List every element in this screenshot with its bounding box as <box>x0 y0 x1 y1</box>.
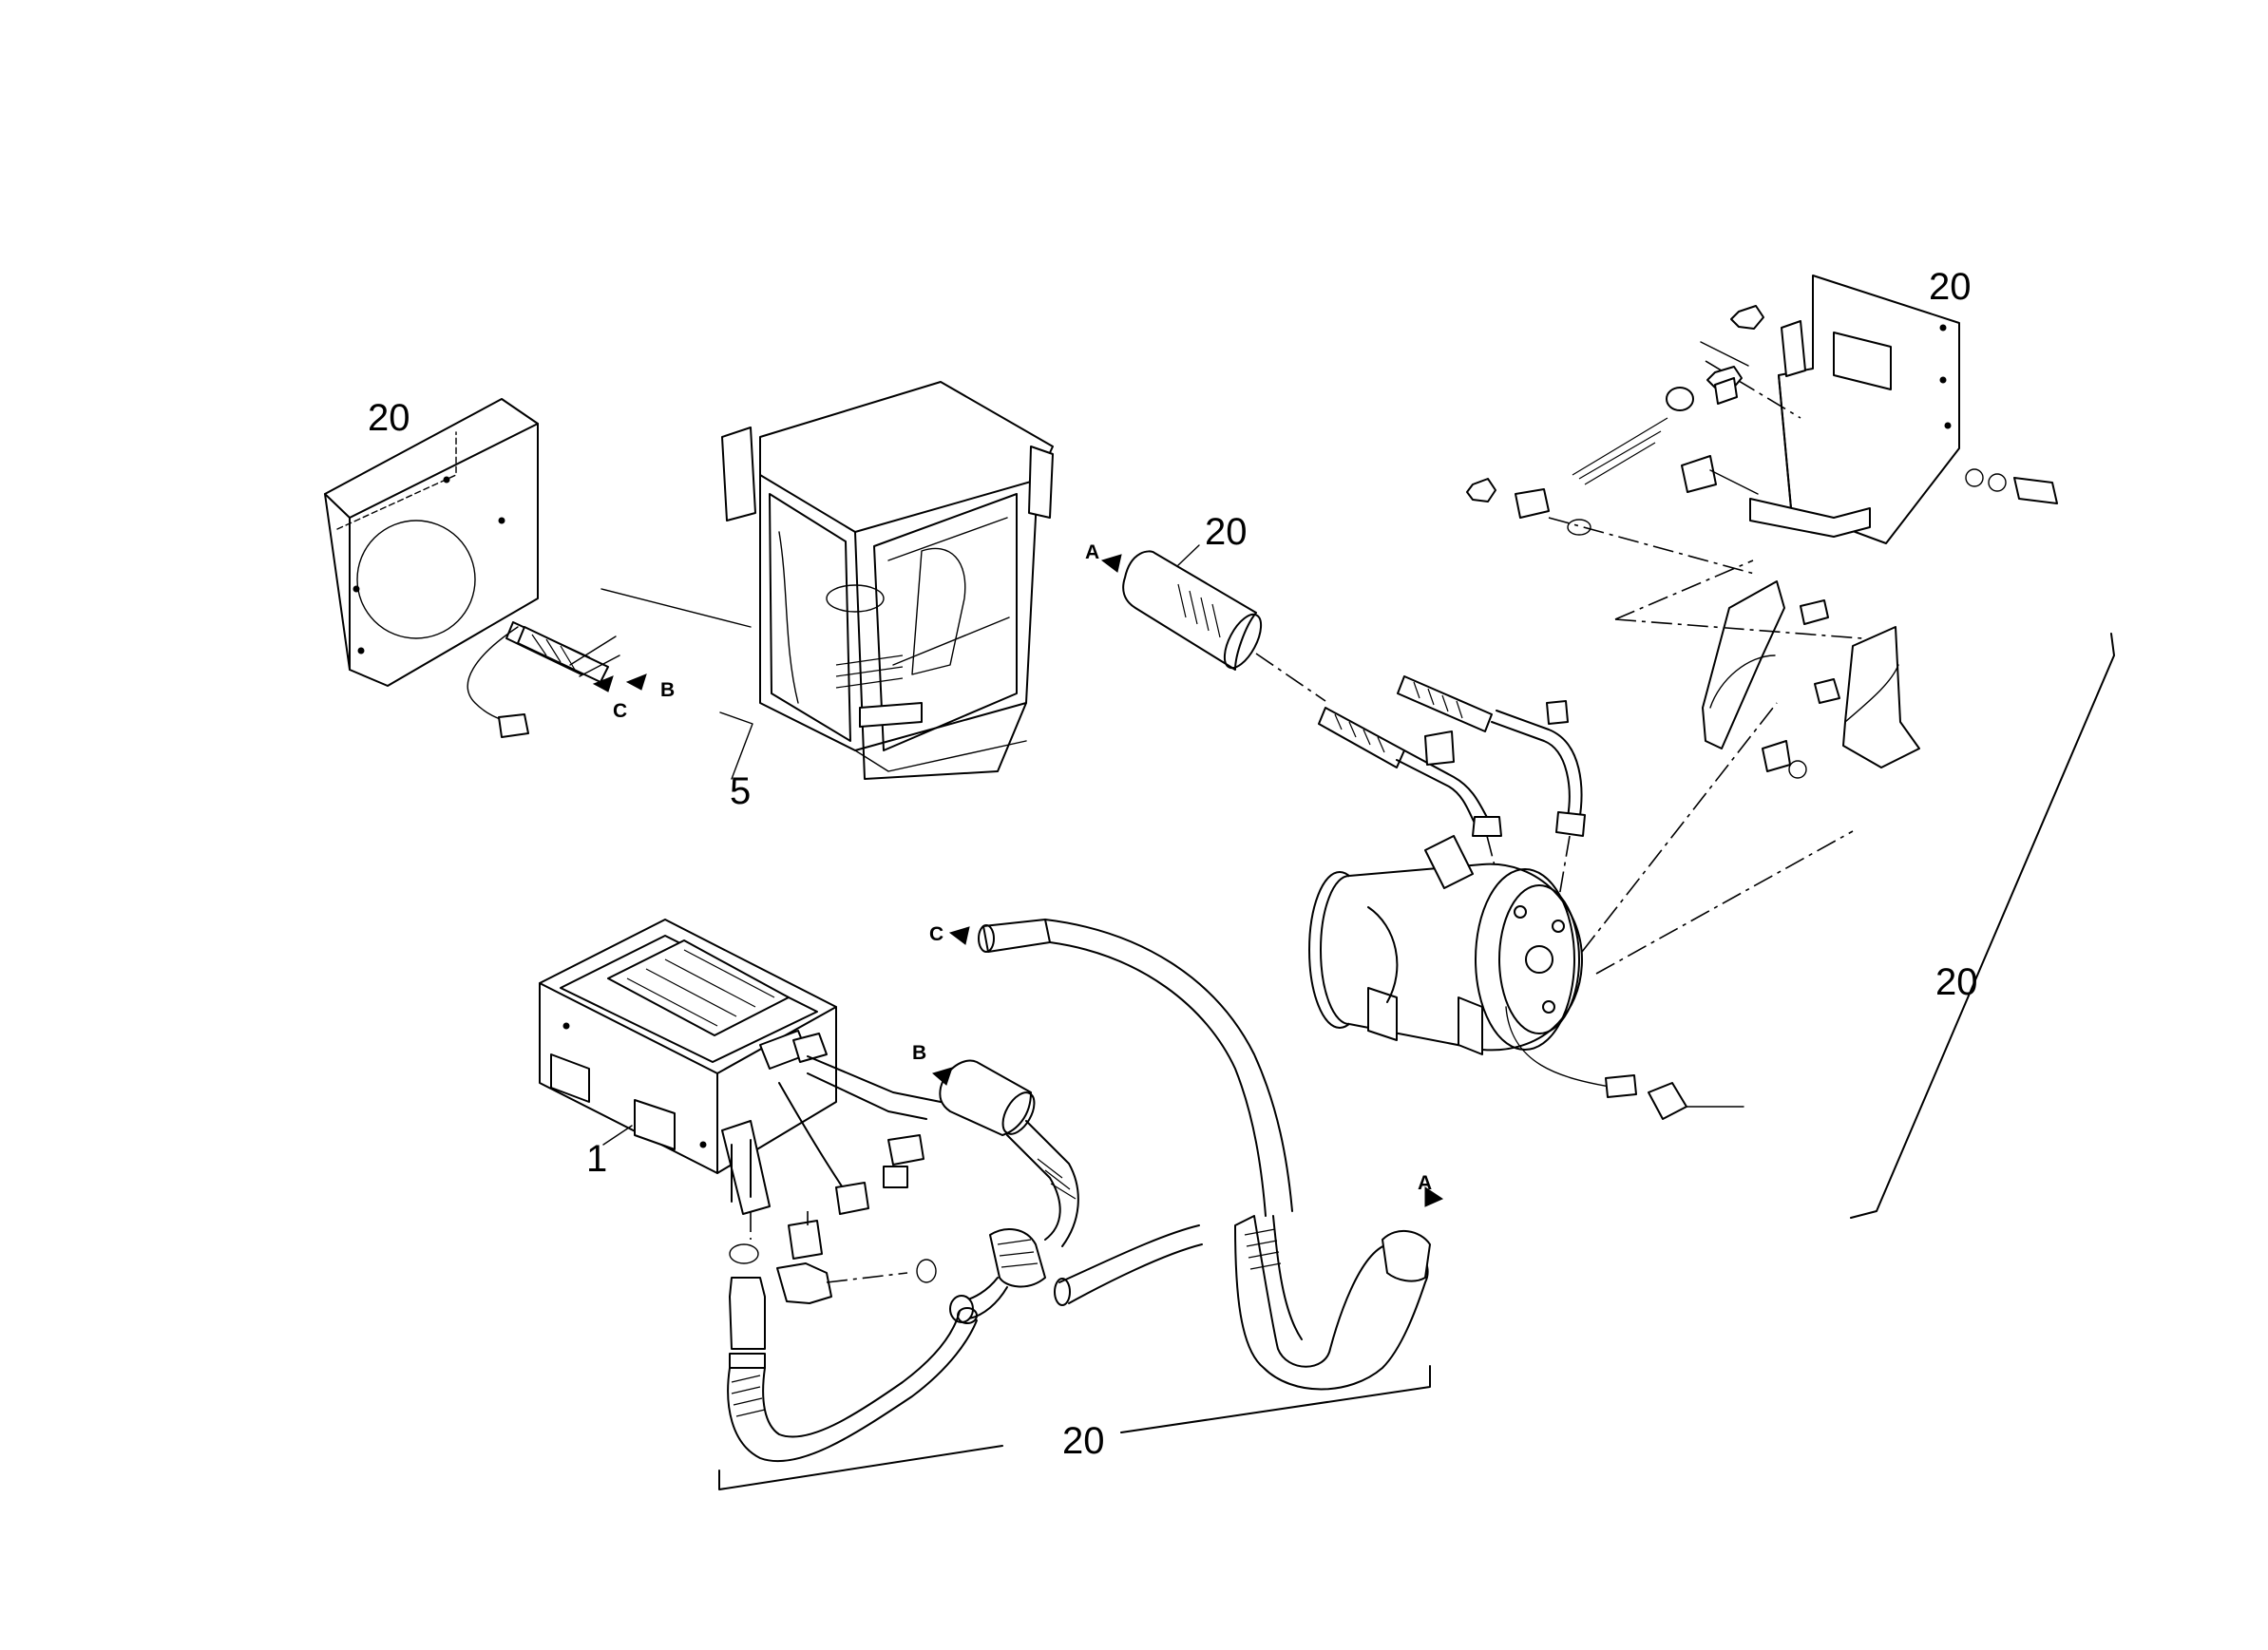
callout-heater-unit: 20 <box>368 397 410 439</box>
sheathed-hose: A <box>1054 1172 1444 1391</box>
callout-hose-a: 20 <box>1205 511 1248 553</box>
bottom-group-bracket: 20 <box>718 1365 1431 1490</box>
mounting-bracket: 20 <box>1466 266 2058 779</box>
marker-a-bottom: A <box>1418 1172 1432 1194</box>
hose-a-top: A 20 <box>1085 511 1326 702</box>
marker-a-top: A <box>1085 541 1099 563</box>
hose-b: B <box>912 1042 1079 1323</box>
marker-c-heater: C <box>613 700 627 722</box>
marker-b-hose: B <box>912 1042 926 1064</box>
hose-c: C <box>929 919 1293 1217</box>
callout-cab: 5 <box>730 770 751 812</box>
callout-compressor-group: 20 <box>1935 961 1978 1003</box>
callout-bracket: 20 <box>1929 266 1972 308</box>
compressor <box>1308 702 1854 1120</box>
callout-evaporator: 1 <box>586 1138 607 1180</box>
callout-bottom-group: 20 <box>1062 1420 1105 1462</box>
marker-b-heater: B <box>660 679 675 701</box>
evaporator-unit: 1 <box>539 919 942 1350</box>
marker-c-hose: C <box>929 923 943 945</box>
compressor-group-bracket: 20 <box>1850 633 2115 1219</box>
heater-blower-unit: C B 20 <box>324 397 675 738</box>
operator-cab: 5 <box>600 381 1054 812</box>
lower-hose <box>727 1307 978 1463</box>
